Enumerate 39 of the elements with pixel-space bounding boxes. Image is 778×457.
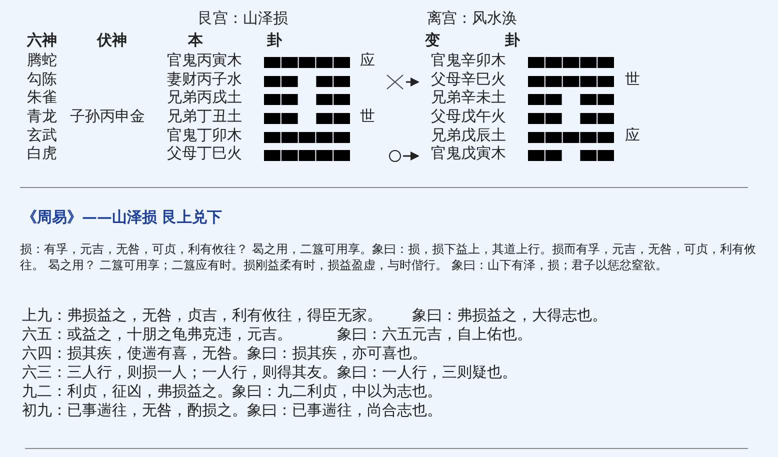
yao-text: 六三：三人行，则损一人；一人行，则得其友。象曰：一人行，三则疑也。 <box>22 363 517 381</box>
table-text: 青龙 <box>27 107 57 125</box>
table-text: 白虎 <box>27 144 57 162</box>
table-text: 官鬼戊寅木 <box>431 144 506 162</box>
table-text: 兄弟丁丑土 <box>167 107 242 125</box>
marker-text: 应 <box>360 51 375 69</box>
table-text: 官鬼丙寅木 <box>167 51 242 69</box>
table-text: 兄弟丙戌土 <box>167 88 242 106</box>
yao-text: 六五：或益之，十朋之龟弗克违，元吉。 象曰：六五元吉，自上佑也。 <box>22 325 532 343</box>
marker-text: 世 <box>360 107 375 125</box>
column-header: 卦 <box>505 31 520 49</box>
table-text: 朱雀 <box>27 88 57 106</box>
table-text: 兄弟辛未土 <box>431 88 506 106</box>
table-text: 父母丁巳火 <box>167 144 242 162</box>
yao-text: 上九：弗损益之，无咎，贞吉，利有攸往，得臣无家。 象曰：弗损益之，大得志也。 <box>22 306 607 324</box>
paragraph-text: 损：有孚，元吉，无咎，可贞，利有攸往？ 曷之用，二簋可用享。象曰：损，损下益上，其道上行。损而有孚，元吉，无咎，可贞，利有攸往。 曷之用？ 二簋可用享；二簋应有时。损刚益柔有时，损益盈虚，与时偕行。 象曰：山下有泽，损；君子以惩忿窒欲。 <box>20 241 757 273</box>
table-text: 玄武 <box>27 126 57 144</box>
table-text: 勾陈 <box>27 70 57 88</box>
table-text: 官鬼辛卯木 <box>431 51 506 69</box>
yao-text: 六四：损其疾，使遄有喜，无咎。象曰：损其疾，亦可喜也。 <box>22 344 427 362</box>
table-text: 官鬼丁卯木 <box>167 126 242 144</box>
column-header: 伏神 <box>97 31 127 49</box>
column-header: 变 <box>425 31 440 49</box>
marker-text: 应 <box>625 126 640 144</box>
yao-text: 初九：已事遄往，无咎，酌损之。象曰：已事遄往，尚合志也。 <box>22 401 442 419</box>
column-header: 六神 <box>27 31 57 49</box>
section-heading: 《周易》——山泽损 艮上兑下 <box>22 208 222 226</box>
table-text: 父母辛巳火 <box>431 70 506 88</box>
sub-heading: 艮宫：山泽损 <box>198 9 288 27</box>
column-header: 本 <box>188 31 203 49</box>
column-header: 卦 <box>267 31 282 49</box>
marker-text: 世 <box>625 70 640 88</box>
table-text: 子孙丙申金 <box>70 107 145 125</box>
sub-heading: 离宫：风水涣 <box>427 9 517 27</box>
table-text: 妻财丙子水 <box>167 70 242 88</box>
table-text: 兄弟戊辰土 <box>431 126 506 144</box>
yao-text: 九二：利贞，征凶，弗损益之。象曰：九二利贞，中以为志也。 <box>22 382 442 400</box>
table-text: 父母戊午火 <box>431 107 506 125</box>
table-text: 腾蛇 <box>27 51 57 69</box>
